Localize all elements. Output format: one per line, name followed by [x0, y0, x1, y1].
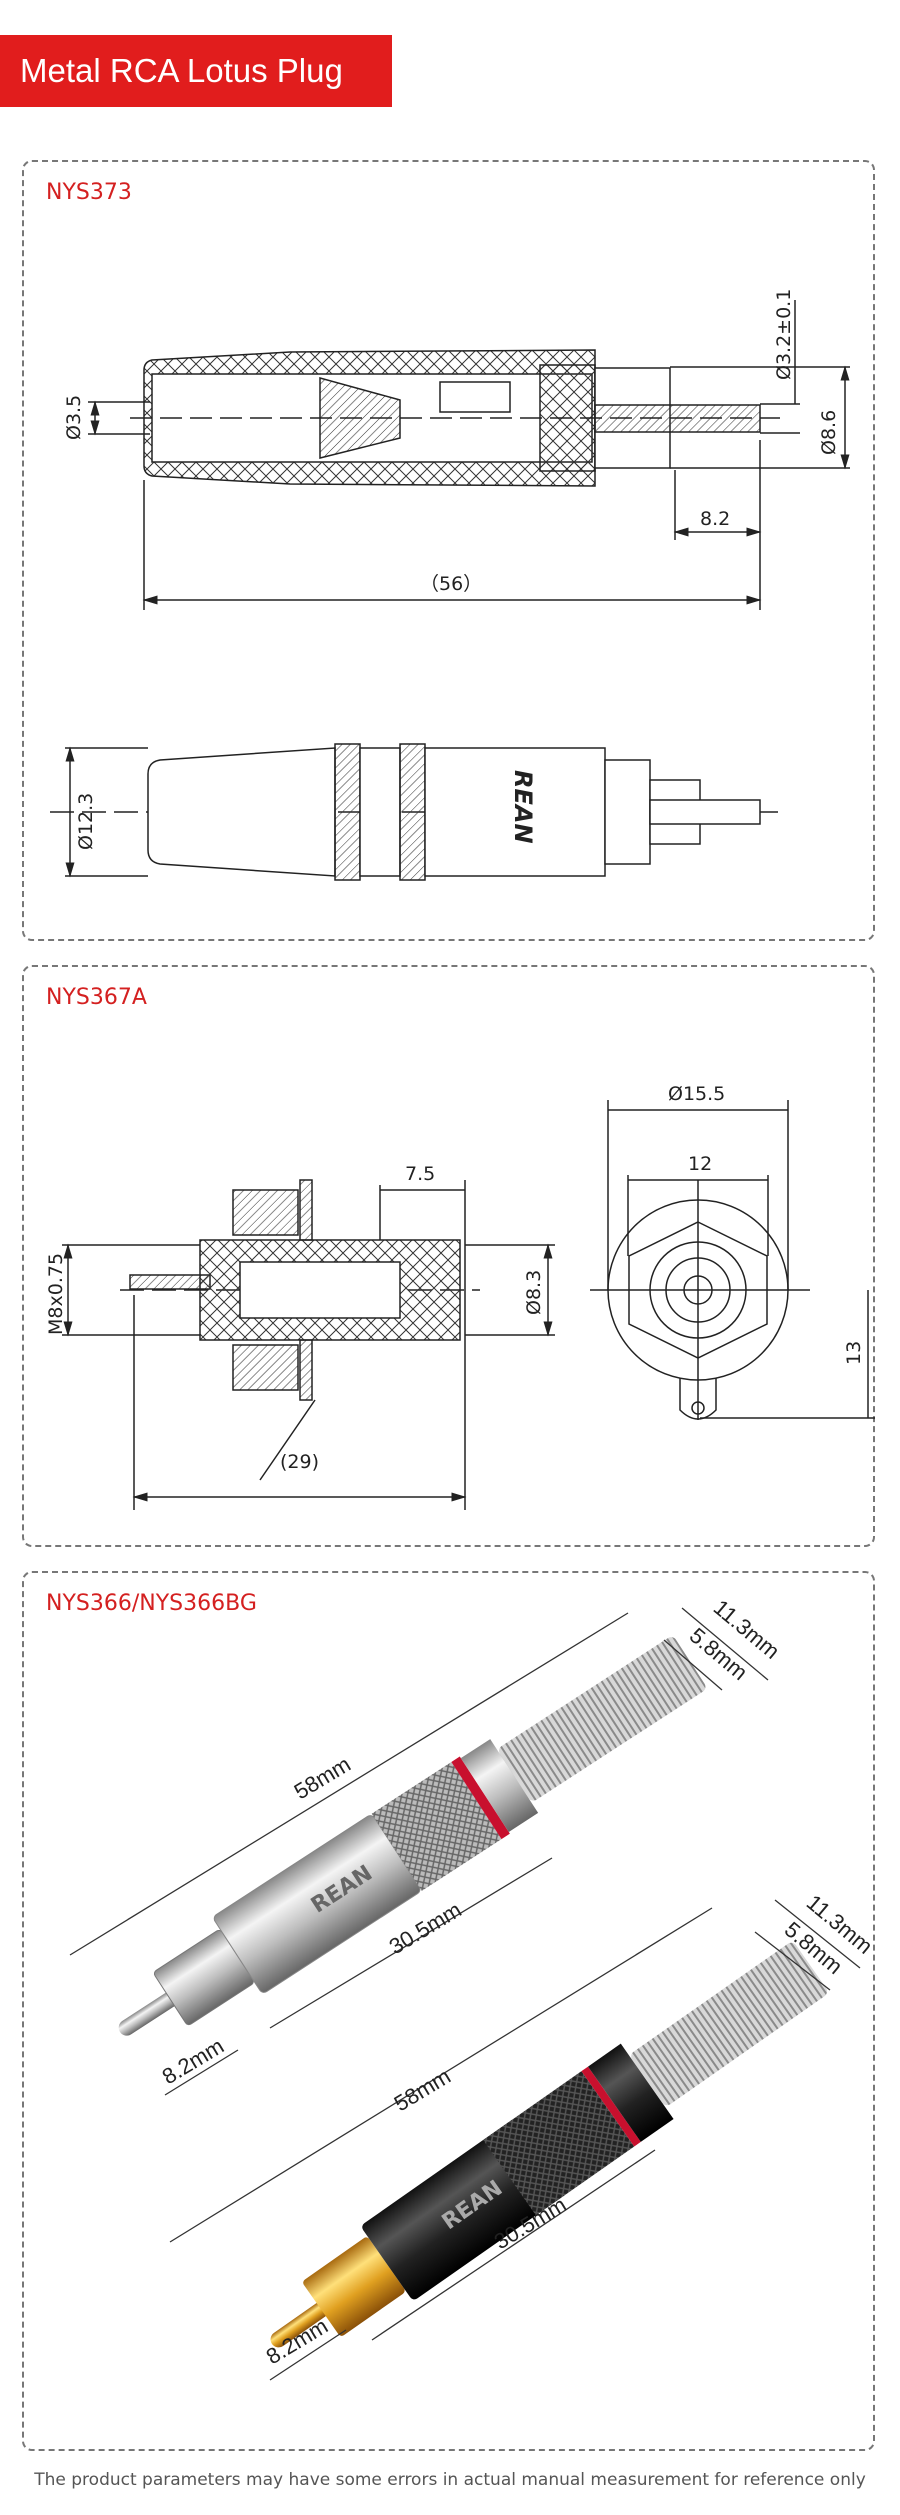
nys373-section-drawing	[88, 300, 850, 610]
model-label: NYS367A	[46, 985, 147, 1010]
dim-plug1-pin: 8.2mm	[158, 2033, 229, 2089]
section-nys366: NYS366/NYS366BG	[22, 1571, 875, 2451]
model-label: NYS366/NYS366BG	[46, 1591, 257, 1616]
dim-plug2-length: 58mm	[390, 2063, 455, 2116]
dim-front-length: 7.5	[405, 1163, 435, 1185]
section-nys367a: NYS367A	[22, 965, 875, 1547]
silver-plug-photo: REAN	[118, 1637, 706, 2036]
photo-dimension-lines	[69, 1607, 861, 2381]
dim-total-length: （56）	[420, 573, 482, 595]
model-label: NYS373	[46, 180, 132, 205]
dim-front-diameter: Ø8.3	[523, 1270, 545, 1315]
dim-flange-diameter: Ø15.5	[668, 1083, 725, 1105]
disclaimer-footer: The product parameters may have some err…	[34, 2470, 866, 2490]
page-title: Metal RCA Lotus Plug	[0, 35, 392, 107]
dim-hex-size: 12	[688, 1153, 712, 1175]
section-nys373: NYS373	[22, 160, 875, 941]
dim-tab-offset: 13	[843, 1341, 865, 1365]
dim-body-diameter: Ø12.3	[75, 793, 97, 850]
dim-total-length: (29)	[280, 1451, 319, 1473]
dim-inner-diameter: Ø3.5	[63, 395, 85, 440]
black-gold-plug-photo: REAN	[270, 1942, 828, 2348]
dim-rear-diameter: Ø8.6	[818, 410, 840, 455]
nys373-exterior-drawing	[50, 743, 780, 881]
dim-thread: M8x0.75	[45, 1253, 67, 1335]
brand-mark: REAN	[509, 770, 537, 844]
dim-pin-length: 8.2	[700, 508, 730, 530]
dim-plug1-length: 58mm	[290, 1751, 355, 1804]
nys367a-side-drawing	[62, 1179, 555, 1510]
dim-pin-diameter: Ø3.2±0.1	[773, 289, 795, 380]
nys367a-front-drawing	[590, 1100, 875, 1420]
